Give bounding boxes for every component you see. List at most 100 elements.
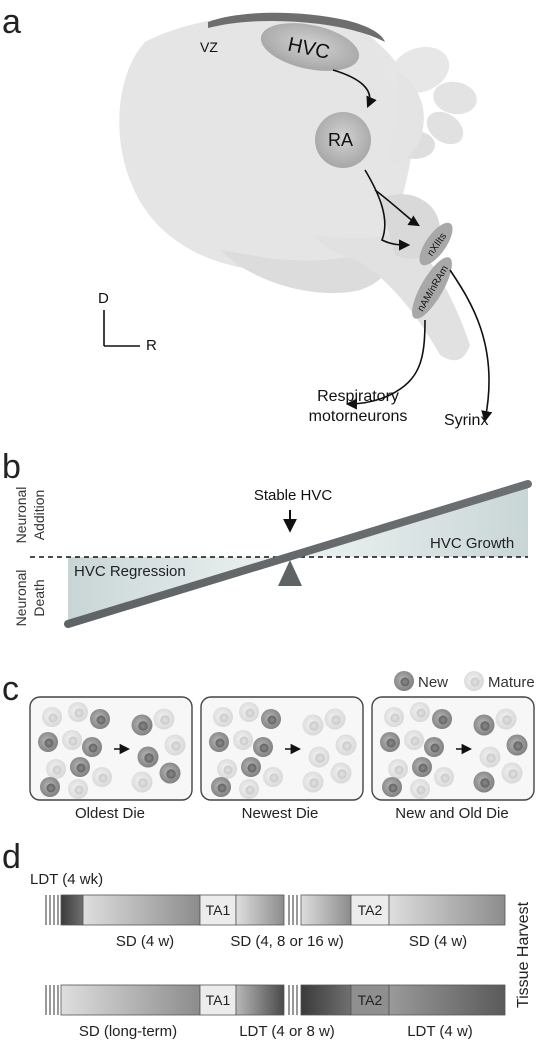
label-hvc-growth: HVC Growth (430, 535, 514, 552)
arrow-syrinx (449, 269, 493, 423)
neuron-nucleus (219, 713, 229, 723)
neuron-nucleus (138, 778, 148, 788)
neuron-nucleus (480, 721, 490, 731)
row1-ta2-block (350, 894, 390, 926)
ra-nucleus (315, 112, 371, 168)
neuron-nucleus (388, 783, 398, 793)
label-vz: VZ (200, 39, 218, 55)
box-label-oldest: Oldest Die (75, 805, 145, 822)
neuron-nucleus (337, 769, 347, 779)
neuron-nucleus (46, 783, 56, 793)
neuron-nucleus (315, 753, 325, 763)
label-addition-1: Neuronal (13, 487, 29, 544)
legend-new: New (394, 671, 448, 691)
timeline-row-2: TA1 TA2 SD (long-term) LDT (4 or 8 w) LD… (45, 984, 506, 1040)
neuron-nucleus (88, 743, 98, 753)
label-respiratory-2: motorneurons (309, 408, 408, 425)
neuron-nucleus (502, 715, 512, 725)
row2-ta1-label: TA1 (206, 992, 231, 1008)
label-death-2: Death (31, 579, 47, 616)
neuron-nucleus (76, 763, 86, 773)
label-hvc-regression: HVC Regression (74, 563, 186, 580)
neuron-nucleus (269, 773, 279, 783)
neuron-nucleus (386, 738, 396, 748)
neuron-nucleus (239, 736, 249, 746)
neuron-nucleus (160, 715, 170, 725)
neuron-nucleus (98, 773, 108, 783)
neuron-nucleus (247, 763, 257, 773)
label-death-1: Neuronal (13, 570, 29, 627)
row1-ta1-label: TA1 (206, 902, 231, 918)
arrow-hvc-ra (332, 69, 377, 109)
arrow-ra-nxiits (374, 189, 420, 227)
neuron-nucleus (217, 783, 227, 793)
row2-label-1: SD (long-term) (79, 1023, 177, 1040)
panel-b-letter: b (2, 448, 21, 486)
row2-ldt-block-3 (388, 984, 506, 1016)
neuron-nucleus (245, 785, 255, 795)
neuron-nucleus (96, 715, 106, 725)
panel-d-letter: d (2, 838, 21, 876)
neuron-nucleus (267, 715, 277, 725)
panel-a-letter: a (2, 3, 21, 41)
row1-label-2: SD (4, 8 or 16 w) (230, 933, 343, 950)
neuron-nucleus (68, 736, 78, 746)
row2-label-3: LDT (4 w) (407, 1023, 473, 1040)
legend-mature-label: Mature (488, 674, 535, 691)
neuron-nucleus (52, 765, 62, 775)
row1-label-3: SD (4 w) (409, 933, 467, 950)
label-tissue-harvest: Tissue Harvest (515, 901, 532, 1008)
label-ra: RA (328, 130, 353, 150)
row2-ta1-block (199, 984, 237, 1016)
seesaw-beam (64, 480, 532, 628)
neuron-nucleus (215, 738, 225, 748)
neuron-nucleus (138, 721, 148, 731)
row1-sd-block-3 (300, 894, 352, 926)
cell-boxes (29, 696, 535, 801)
row2-ta2-label: TA2 (358, 992, 383, 1008)
neuron-nucleus (259, 743, 269, 753)
neuron-nucleus (48, 713, 58, 723)
neuron-nucleus (486, 753, 496, 763)
row1-ldt-block (60, 894, 84, 926)
neuron-nucleus (342, 741, 352, 751)
panel-a: a VZ HVC RA nXIIts nAM/nRAm (2, 3, 493, 429)
neuron-nucleus (74, 708, 84, 718)
neuron-nucleus (438, 715, 448, 725)
neuron-nucleus (416, 785, 426, 795)
legend-mature: Mature (464, 671, 535, 691)
neuron-nucleus (309, 778, 319, 788)
panel-d: d LDT (4 wk) TA1 TA2 SD (4 w) SD (4, 8 o… (2, 838, 532, 1040)
neuron-nucleus (166, 769, 176, 779)
neuron-nucleus (44, 738, 54, 748)
brain-silhouette (119, 14, 477, 361)
arrow-respiratory (345, 319, 426, 410)
row1-label-1: SD (4 w) (116, 933, 174, 950)
neuron-nucleus (223, 765, 233, 775)
legend-new-label: New (418, 674, 448, 691)
panel-c-letter: c (2, 670, 19, 708)
vz-band (208, 12, 385, 42)
neuron-nucleus (390, 713, 400, 723)
neuron-nucleus (144, 753, 154, 763)
panel-c: c New Mature Oldest Die Newest Die New a… (2, 670, 535, 822)
label-r: R (146, 337, 157, 354)
label-addition-2: Addition (31, 490, 47, 541)
neuron-nucleus (513, 741, 523, 751)
row2-ldt-block-1 (235, 984, 285, 1016)
neuron-nucleus (171, 741, 181, 751)
neuron-nucleus (430, 743, 440, 753)
orientation-axis: D R (98, 290, 157, 354)
fulcrum (278, 560, 302, 586)
row2-label-2: LDT (4 or 8 w) (239, 1023, 335, 1040)
nxiits-nucleus (419, 222, 453, 266)
neuron-nucleus (331, 715, 341, 725)
label-ldt-4wk: LDT (4 wk) (30, 871, 103, 888)
neuron-nucleus (74, 785, 84, 795)
neuron-nucleus (480, 778, 490, 788)
neuron-nucleus (508, 769, 518, 779)
label-d: D (98, 290, 109, 307)
neuron-nucleus (416, 708, 426, 718)
box-label-new-old: New and Old Die (395, 805, 508, 822)
